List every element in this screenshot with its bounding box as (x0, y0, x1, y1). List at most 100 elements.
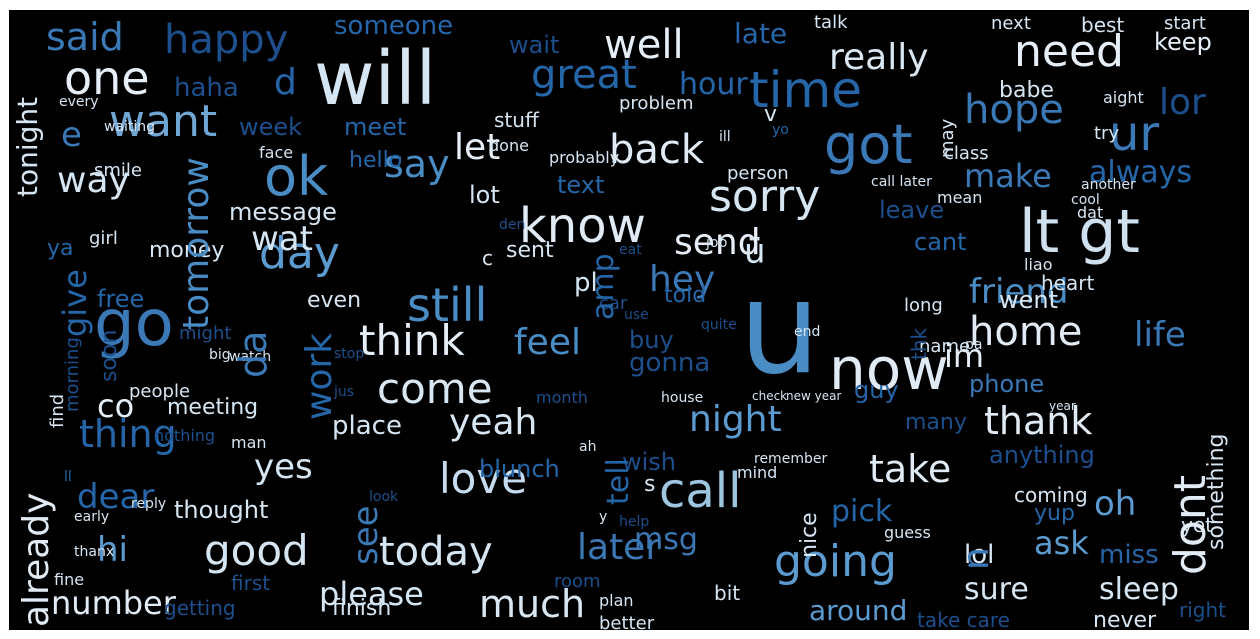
word-people: people (129, 381, 191, 402)
word-im: im (944, 337, 985, 375)
word-take: take (869, 447, 952, 491)
word-better: better (599, 613, 655, 631)
word-lot: lot (469, 181, 500, 209)
word-year: year (1049, 399, 1076, 413)
word-want: want (109, 96, 218, 147)
word-hey: hey (649, 259, 716, 300)
word-end: end (794, 324, 821, 340)
word-told: told (664, 283, 707, 308)
word-coming: coming (1014, 483, 1088, 507)
word-place: place (332, 411, 402, 441)
word-month: month (536, 388, 588, 407)
word-face: face (259, 143, 294, 162)
word-jus: jus (334, 384, 355, 400)
word-heart: heart (1041, 271, 1095, 295)
word-think: think (359, 316, 465, 365)
word-lor: lor (1159, 82, 1206, 123)
word-call-later: call later (871, 174, 932, 190)
word-amp: amp (586, 253, 621, 320)
word-v: v (764, 102, 778, 127)
word-message: message (229, 198, 337, 226)
word-one: one (64, 51, 150, 105)
word-finish: finish (332, 596, 392, 621)
word-leave: leave (879, 196, 945, 224)
word-job: job (706, 235, 728, 251)
word-still: still (407, 278, 488, 332)
word-thought: thought (174, 496, 269, 524)
word-yo: yo (772, 122, 789, 138)
word-babe: babe (999, 78, 1054, 103)
word-let: let (454, 127, 501, 168)
word-wait: wait (509, 31, 560, 59)
word-pick: pick (831, 494, 893, 529)
word-sent: sent (506, 238, 554, 263)
word-reply: reply (131, 496, 167, 512)
word-phone: phone (969, 370, 1045, 398)
word-well: well (604, 22, 684, 68)
word-meet: meet (344, 113, 407, 141)
word-thk: thk (907, 327, 931, 360)
word-thanx: thanx (74, 544, 115, 560)
word-stuff: stuff (494, 108, 539, 132)
word-pa: pa (965, 337, 983, 353)
word-sorry: sorry (709, 171, 821, 222)
word-man: man (231, 433, 267, 452)
word-check: check (752, 389, 788, 403)
word-guess: guess (884, 523, 931, 542)
word-went: went (999, 286, 1059, 314)
word-later: later (577, 527, 661, 568)
word-wat: wat (251, 219, 313, 259)
word-cool: cool (1071, 192, 1100, 208)
word-ah: ah (579, 439, 597, 455)
word-fine: fine (54, 570, 85, 589)
word-friend: friend (969, 272, 1069, 312)
word-smile: smile (94, 160, 142, 181)
word-talk: talk (814, 12, 848, 33)
word-y: y (599, 509, 608, 525)
word-quite: quite (701, 317, 737, 333)
word-use: use (624, 307, 649, 323)
word-work: work (299, 332, 340, 420)
word-aight: aight (1103, 88, 1144, 107)
word-stop: stop (334, 346, 365, 362)
word-ya: ya (47, 236, 74, 261)
word-miss: miss (1099, 540, 1159, 570)
word-haha: haha (174, 73, 239, 103)
word-nothing: nothing (154, 426, 216, 445)
word-time: time (749, 61, 862, 119)
word-even: even (307, 288, 362, 313)
word-ill: ill (719, 129, 731, 145)
word-please: please (319, 575, 424, 613)
word-den: den (499, 217, 526, 233)
word-take-care: take care (917, 608, 1010, 630)
word-great: great (531, 52, 637, 98)
word-long: long (904, 295, 943, 316)
word-mean: mean (937, 188, 983, 207)
word-d: d (274, 62, 297, 103)
word-guy: guy (854, 376, 899, 404)
word-nice: nice (797, 512, 822, 558)
word-first: first (231, 571, 271, 595)
word-soon: soon (97, 329, 122, 382)
word-already: already (16, 492, 57, 627)
word-keep: keep (1154, 28, 1212, 56)
word-eat: eat (619, 242, 642, 258)
word-u: u (739, 254, 821, 403)
word-getting: getting (164, 596, 236, 620)
word-yes: yes (254, 447, 313, 487)
word-dear: dear (77, 477, 155, 517)
word-tomorrow: tomorrow (176, 157, 217, 330)
word-n: n (956, 547, 997, 570)
word-blunch: blunch (479, 455, 560, 483)
word-week: week (239, 113, 303, 141)
word-gonna: gonna (629, 348, 711, 378)
word-love: love (439, 454, 528, 503)
word-feel: feel (514, 322, 581, 363)
word-say: say (384, 142, 450, 186)
word-number: number (51, 584, 176, 622)
word-next: next (991, 13, 1031, 34)
word-come: come (377, 364, 493, 413)
word-hope: hope (964, 87, 1064, 133)
word-bit: bit (714, 581, 741, 605)
word-today: today (379, 529, 493, 575)
